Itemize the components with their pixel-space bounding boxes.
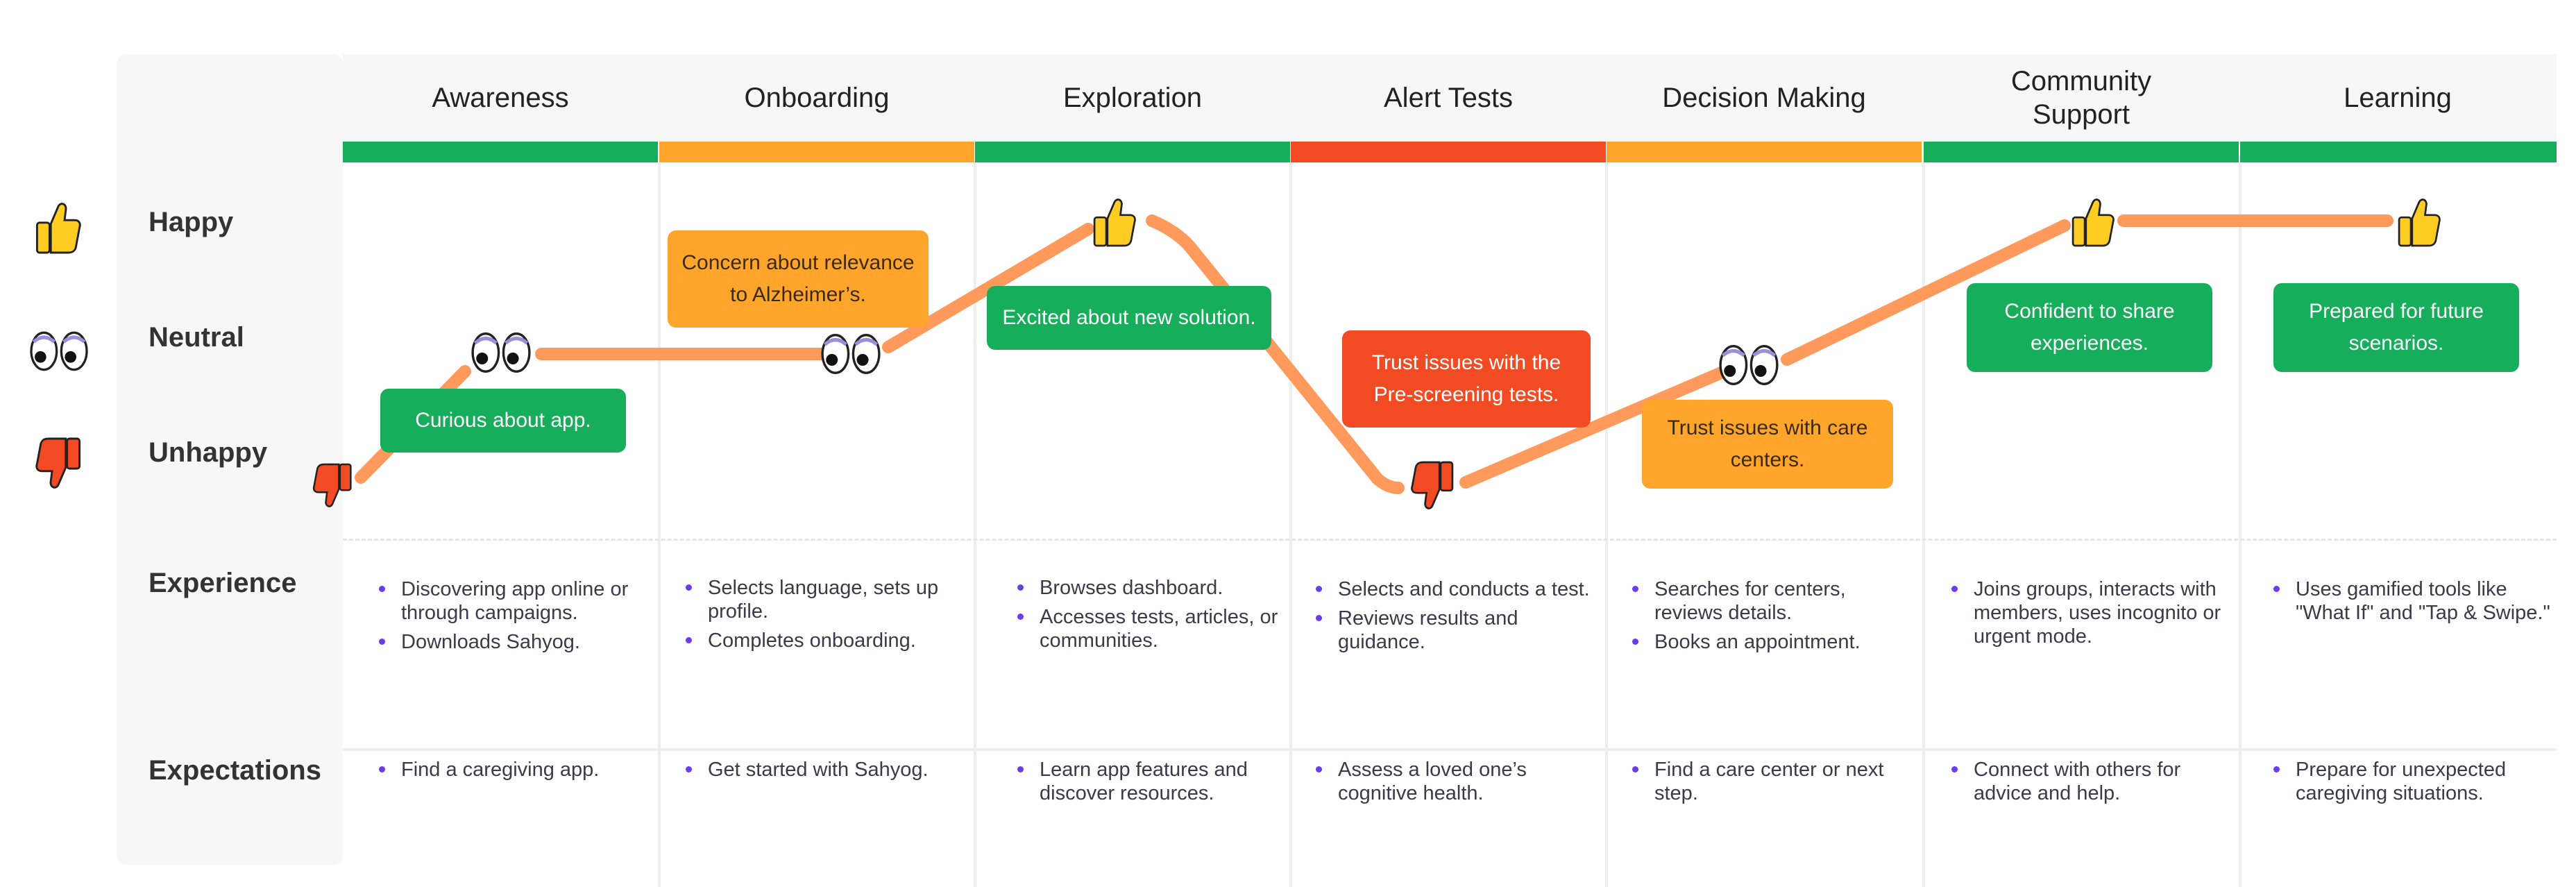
column-divider: [1289, 162, 1292, 887]
list-item: Downloads Sahyog.: [379, 630, 665, 654]
expectations-cell-awareness: Find a caregiving app.: [375, 758, 665, 787]
eyes-icon: [30, 331, 88, 371]
expectations-cell-onboarding: Get started with Sahyog.: [681, 758, 972, 787]
list-item: Find a caregiving app.: [379, 758, 665, 782]
thumbs-down-icon: [35, 437, 81, 489]
list-item: Prepare for unexpected caregiving situat…: [2273, 758, 2559, 805]
experience-cell-awareness: Discovering app online or through campai…: [375, 577, 665, 659]
experience-cell-community-support: Joins groups, interacts with members, us…: [1947, 577, 2237, 654]
list-item: Get started with Sahyog.: [686, 758, 972, 782]
row-label-expectations: Expectations: [149, 755, 321, 786]
list-item: Selects language, sets up profile.: [686, 576, 972, 623]
experience-cell-onboarding: Selects language, sets up profile. Compl…: [681, 576, 972, 658]
stage-header-onboarding: Onboarding: [744, 83, 890, 113]
experience-cell-exploration: Browses dashboard. Accesses tests, artic…: [1013, 576, 1303, 658]
column-divider: [658, 162, 661, 887]
stage-header-exploration: Exploration: [1062, 83, 1203, 113]
stage-bar-learning: [2240, 142, 2557, 162]
list-item: Books an appointment.: [1632, 630, 1918, 654]
stage-bar-decision-making: [1607, 142, 1922, 162]
thumbs-down-icon: [312, 463, 352, 507]
expectations-cell-alert-tests: Assess a loved one’s cognitive health.: [1312, 758, 1602, 811]
note-community-support: Confident to share experiences.: [1967, 283, 2212, 372]
list-item: Selects and conducts a test.: [1316, 577, 1602, 601]
stage-header-alert-tests: Alert Tests: [1384, 83, 1513, 113]
stage-bar-awareness: [343, 142, 658, 162]
thumbs-down-icon: [1411, 461, 1454, 509]
note-onboarding: Concern about relevance to Alzheimer’s.: [668, 230, 929, 328]
column-divider: [2239, 162, 2242, 887]
note-decision-making: Trust issues with care centers.: [1642, 400, 1893, 489]
thumbs-up-icon: [2398, 198, 2441, 247]
list-item: Connect with others for advice and help.: [1951, 758, 2237, 805]
row-label-neutral: Neutral: [149, 322, 244, 353]
list-item: Discovering app online or through campai…: [379, 577, 665, 625]
stage-bar-exploration: [975, 142, 1290, 162]
thumbs-up-icon: [1093, 198, 1136, 247]
stage-bar-alert-tests: [1291, 142, 1606, 162]
list-item: Learn app features and discover resource…: [1017, 758, 1303, 805]
note-alert-tests: Trust issues with the Pre-screening test…: [1342, 330, 1591, 428]
list-item: Find a care center or next step.: [1632, 758, 1918, 805]
column-divider: [974, 162, 976, 887]
row-label-unhappy: Unhappy: [149, 437, 268, 468]
thumbs-up-icon: [2071, 198, 2115, 247]
note-awareness: Curious about app.: [380, 389, 626, 453]
list-item: Searches for centers, reviews details.: [1632, 577, 1918, 625]
stage-header-community-support: Community Support: [2010, 66, 2152, 130]
expectations-cell-decision-making: Find a care center or next step.: [1628, 758, 1918, 811]
list-item: Browses dashboard.: [1017, 576, 1303, 600]
note-learning: Prepared for future scenarios.: [2273, 283, 2519, 372]
list-item: Uses gamified tools like "What If" and "…: [2273, 577, 2559, 625]
expectations-cell-community-support: Connect with others for advice and help.: [1947, 758, 2237, 811]
thumbs-up-icon: [35, 203, 81, 254]
list-item: Completes onboarding.: [686, 629, 972, 652]
expectations-cell-exploration: Learn app features and discover resource…: [1013, 758, 1303, 811]
list-item: Accesses tests, articles, or communities…: [1017, 605, 1303, 652]
column-divider: [1922, 162, 1925, 887]
list-item: Joins groups, interacts with members, us…: [1951, 577, 2237, 648]
experience-cell-learning: Uses gamified tools like "What If" and "…: [2269, 577, 2559, 630]
stage-bar-onboarding: [659, 142, 974, 162]
stage-header-learning: Learning: [2344, 83, 2452, 113]
experience-cell-decision-making: Searches for centers, reviews details. B…: [1628, 577, 1918, 659]
expectations-cell-learning: Prepare for unexpected caregiving situat…: [2269, 758, 2559, 811]
row-label-experience: Experience: [149, 568, 297, 598]
note-exploration: Excited about new solution.: [987, 286, 1271, 350]
list-item: Reviews results and guidance.: [1316, 607, 1602, 654]
column-divider: [1605, 162, 1608, 887]
stage-bar-community-support: [1924, 142, 2239, 162]
eyes-icon: [821, 334, 881, 374]
stage-header-band: [343, 54, 2557, 142]
experience-cell-alert-tests: Selects and conducts a test. Reviews res…: [1312, 577, 1602, 659]
row-label-happy: Happy: [149, 207, 234, 237]
stage-header-decision-making: Decision Making: [1662, 83, 1866, 113]
stage-header-awareness: Awareness: [432, 83, 569, 113]
list-item: Assess a loved one’s cognitive health.: [1316, 758, 1602, 805]
eyes-icon: [471, 332, 531, 373]
row-label-panel: [117, 54, 343, 865]
experience-section-divider: [343, 748, 2557, 751]
emotion-section-divider: [343, 539, 2557, 541]
eyes-icon: [1719, 345, 1779, 385]
